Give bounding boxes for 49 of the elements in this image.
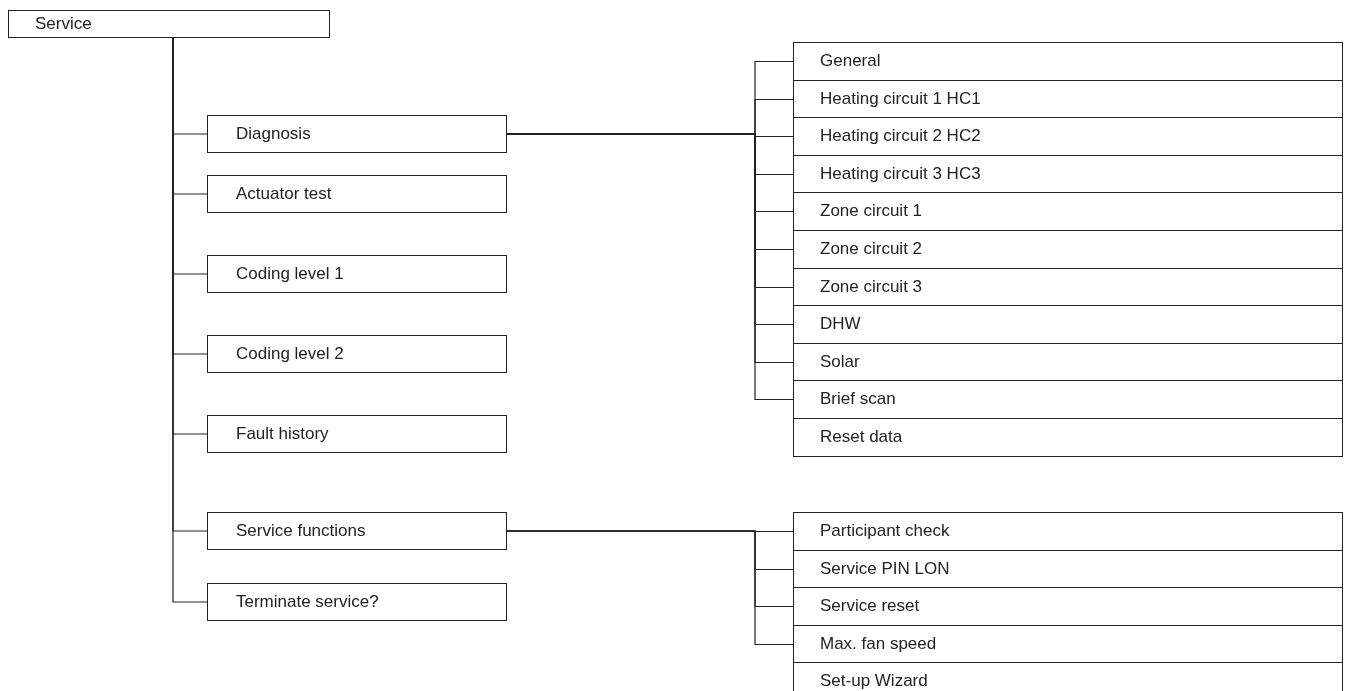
menu-label: Zone circuit 3 (820, 277, 923, 297)
menu-label: Service (35, 14, 92, 34)
menu-label: Diagnosis (236, 124, 311, 144)
menu-label: Zone circuit 1 (820, 201, 923, 221)
menu-box (207, 512, 507, 550)
menu-label: Heating circuit 3 HC3 (820, 164, 981, 184)
menu-box (793, 662, 1343, 691)
menu-box (793, 117, 1343, 156)
menu-label: DHW (820, 314, 861, 334)
menu-label: Participant check (820, 521, 950, 541)
menu-label: Max. fan speed (820, 634, 937, 654)
menu-label: Actuator test (236, 184, 332, 204)
menu-box (793, 230, 1343, 269)
menu-label: Heating circuit 2 HC2 (820, 126, 981, 146)
menu-box (207, 335, 507, 373)
menu-label: Fault history (236, 424, 329, 444)
menu-box (793, 192, 1343, 231)
menu-box (793, 625, 1343, 664)
menu-label: Zone circuit 2 (820, 239, 923, 259)
menu-label: Service functions (236, 521, 366, 541)
menu-label: Service PIN LON (820, 559, 950, 579)
menu-box (793, 418, 1343, 457)
menu-box (207, 415, 507, 453)
menu-box (207, 583, 507, 621)
menu-box (207, 255, 507, 293)
menu-label: Terminate service? (236, 592, 379, 612)
menu-box (207, 115, 507, 153)
menu-box (793, 343, 1343, 382)
menu-label: Set-up Wizard (820, 671, 928, 691)
menu-label: Service reset (820, 596, 920, 616)
connector-line (506, 530, 794, 646)
menu-label: General (820, 51, 881, 71)
menu-label: Heating circuit 1 HC1 (820, 89, 981, 109)
menu-box (8, 10, 330, 38)
menu-box (793, 587, 1343, 626)
menu-label: Brief scan (820, 389, 896, 409)
menu-label: Coding level 1 (236, 264, 344, 284)
menu-label: Reset data (820, 427, 903, 447)
menu-box (793, 42, 1343, 81)
menu-box (793, 305, 1343, 344)
menu-box (793, 512, 1343, 551)
menu-box (793, 268, 1343, 307)
menu-box (793, 550, 1343, 589)
menu-label: Coding level 2 (236, 344, 344, 364)
menu-box (207, 175, 507, 213)
menu-label: Solar (820, 352, 860, 372)
menu-box (793, 80, 1343, 119)
menu-box (793, 380, 1343, 419)
menu-box (793, 155, 1343, 194)
